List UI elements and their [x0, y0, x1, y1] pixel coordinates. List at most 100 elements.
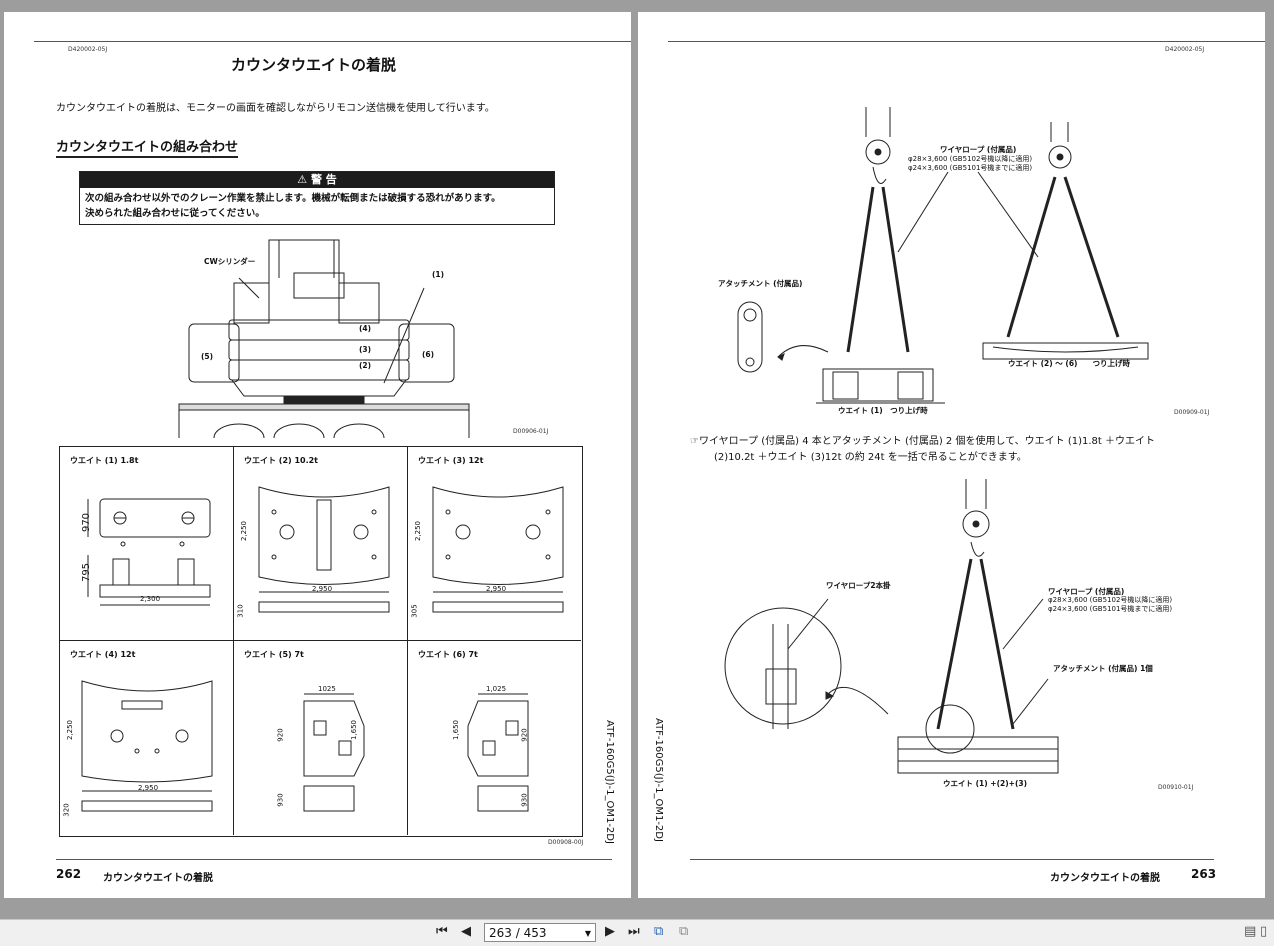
right-page: D420002-05J ATF-160G5(J)-1_OM1-2DJ: [638, 12, 1265, 898]
weight-name: ウエイト (5) 7t: [244, 650, 304, 659]
footer-rule: [56, 859, 612, 860]
page-number: 262: [56, 867, 82, 881]
weight-cell-3: ウエイト (3) 12t 2,250 2,950 305: [408, 447, 581, 641]
weight-name: ウエイト (4) 12t: [70, 650, 136, 659]
note-hand-icon: ☞: [690, 436, 699, 447]
side-vertical-text: ATF-160G5(J)-1_OM1-2DJ: [653, 718, 664, 842]
two-page-view-icon[interactable]: ⧉: [654, 924, 664, 939]
note-line-1: ☞ワイヤロープ (付属品) 4 本とアタッチメント (付属品) 2 個を使用して…: [690, 432, 1155, 447]
page-number: 263: [1191, 867, 1217, 881]
dim-320: 320: [62, 803, 71, 817]
weight-cell-5: ウエイト (5) 7t 1025 920 1,650 930: [234, 641, 408, 835]
wire-rope-label-2: ワイヤロープ (付属品): [1048, 587, 1125, 596]
callout-5: (5): [201, 352, 214, 361]
dim-2250: 2,250: [66, 719, 75, 741]
footer-rule: [690, 859, 1214, 860]
callout-1: (1): [432, 270, 445, 279]
next-page-icon[interactable]: ▶: [605, 924, 615, 939]
attachment-label-2: アタッチメント (付属品) 1個: [1053, 664, 1153, 673]
grid-code: D00908-00J: [548, 839, 584, 846]
dim-920: 920: [276, 728, 285, 742]
weight-6-drawing: [467, 693, 529, 812]
weight-name: ウエイト (3) 12t: [418, 456, 484, 465]
page-indicator: 263 / 453: [489, 926, 547, 940]
weight-cell-6: ウエイト (6) 7t 1,025 1,650 920 930: [408, 641, 581, 835]
callout-3: (3): [359, 345, 372, 354]
wire-spec-2b: φ24×3,600 (GB5101号機までに適用): [1048, 605, 1173, 613]
weight-cell-1: ウエイト (1) 1.8t 970 795 2,300: [60, 447, 234, 641]
weight-3-drawing: [432, 486, 564, 613]
section-heading: カウンタウエイトの組み合わせ: [56, 136, 239, 158]
attachment-label: アタッチメント (付属品): [718, 279, 803, 288]
document-icon[interactable]: ▤: [1244, 924, 1257, 939]
header-rule: [34, 41, 631, 42]
warning-header: ⚠ 警 告: [80, 172, 554, 188]
single-page-view-icon[interactable]: ⧉: [679, 924, 689, 939]
figure-code: D00909-01J: [1174, 409, 1210, 416]
dim-2250: 2,250: [240, 520, 249, 542]
lifting-sling-figure: [737, 107, 1149, 404]
dim-970: 970: [81, 512, 93, 533]
weights-table: ウエイト (1) 1.8t 970 795 2,300: [59, 446, 583, 837]
dim-2300: 2,300: [140, 595, 161, 603]
weight-name: ウエイト (1) 1.8t: [70, 456, 139, 465]
figure-code-2: D00910-01J: [1158, 784, 1194, 791]
dim-305: 305: [410, 604, 419, 618]
weight-2-6-caption: ウエイト (2) ～ (6) つり上げ時: [1008, 359, 1130, 368]
left-page: D420002-05J カウンタウエイトの着脱 カウンタウエイトの着脱は、モニタ…: [4, 12, 631, 898]
weight-cell-2: ウエイト (2) 10.2t 2,250 2,950 310: [234, 447, 408, 641]
figure-code: D00906-01J: [513, 428, 549, 435]
intro-text: カウンタウエイトの着脱は、モニターの画面を確認しながらリモコン送信機を使用して行…: [56, 103, 495, 114]
weight-1-caption: ウエイト (1) つり上げ時: [838, 406, 928, 415]
callout-2: (2): [359, 361, 372, 370]
two-rope-label: ワイヤロープ2本掛: [826, 581, 891, 590]
combined-caption: ウエイト (1) +(2)+(3): [943, 779, 1028, 788]
warning-box: ⚠ 警 告 次の組み合わせ以外でのクレーン作業を禁止します。機械が転倒または破損…: [79, 171, 555, 225]
doc-code: D420002-05J: [1165, 46, 1205, 53]
dim-310: 310: [236, 604, 245, 618]
callout-6: (6): [422, 350, 435, 359]
first-page-icon[interactable]: ⏮: [436, 924, 448, 939]
counterweight-assembly-figure: [178, 239, 470, 438]
dim-2250: 2,250: [414, 520, 423, 542]
dim-1650: 1,650: [350, 719, 359, 741]
warning-line-1: 次の組み合わせ以外でのクレーン作業を禁止します。機械が転倒または破損する恐れがあ…: [85, 193, 501, 204]
page-title: カウンタウエイトの着脱: [231, 56, 397, 74]
note-text-1: ワイヤロープ (付属品) 4 本とアタッチメント (付属品) 2 個を使用して、…: [698, 436, 1156, 447]
cw-cylinder-label: CWシリンダー: [204, 257, 256, 266]
footer-title: カウンタウエイトの着脱: [1050, 873, 1160, 884]
page-layout-icon[interactable]: ▯: [1260, 924, 1268, 939]
weight-5-drawing: [303, 693, 365, 812]
side-vertical-text: ATF-160G5(J)-1_OM1-2DJ: [604, 720, 615, 844]
dim-1650: 1,650: [452, 719, 461, 741]
warning-icon: ⚠: [297, 173, 308, 186]
warning-title: 警 告: [310, 173, 337, 186]
wire-spec-2: φ24×3,600 (GB5101号機までに適用): [908, 164, 1033, 172]
dim-920: 920: [520, 728, 529, 742]
weight-1-drawing: [87, 498, 211, 606]
wire-spec-1: φ28×3,600 (GB5102号機以降に適用): [908, 155, 1033, 163]
weight-4-drawing: [81, 680, 213, 812]
warning-line-2: 決められた組み合わせに従ってください。: [85, 208, 265, 219]
dim-930: 930: [520, 793, 529, 807]
header-rule: [668, 41, 1265, 42]
last-page-icon[interactable]: ⏭: [628, 924, 640, 939]
dim-2950: 2,950: [312, 585, 333, 593]
note-line-2: (2)10.2t ＋ウエイト (3)12t の約 24t を一括で吊ることができ…: [714, 452, 1027, 463]
dim-1025: 1025: [318, 685, 336, 693]
warning-body: 次の組み合わせ以外でのクレーン作業を禁止します。機械が転倒または破損する恐れがあ…: [80, 188, 554, 224]
footer-title: カウンタウエイトの着脱: [103, 873, 213, 884]
wire-spec-1b: φ28×3,600 (GB5102号機以降に適用): [1048, 596, 1173, 604]
dim-930: 930: [276, 793, 285, 807]
weight-cell-4: ウエイト (4) 12t 2,250 2,950 320: [60, 641, 234, 835]
weight-name: ウエイト (2) 10.2t: [244, 456, 319, 465]
page-selector[interactable]: 263 / 453 ▼: [484, 923, 596, 942]
weight-2-drawing: [258, 486, 390, 613]
callout-4: (4): [359, 324, 372, 333]
dim-2950: 2,950: [138, 784, 159, 792]
viewer-toolbar: ⏮ ◀ 263 / 453 ▼ ▶ ⏭ ⧉ ⧉ ▤ ▯: [0, 919, 1274, 946]
prev-page-icon[interactable]: ◀: [461, 924, 471, 939]
dim-795: 795: [81, 562, 93, 583]
chevron-down-icon: ▼: [584, 929, 591, 938]
weight-name: ウエイト (6) 7t: [418, 650, 478, 659]
